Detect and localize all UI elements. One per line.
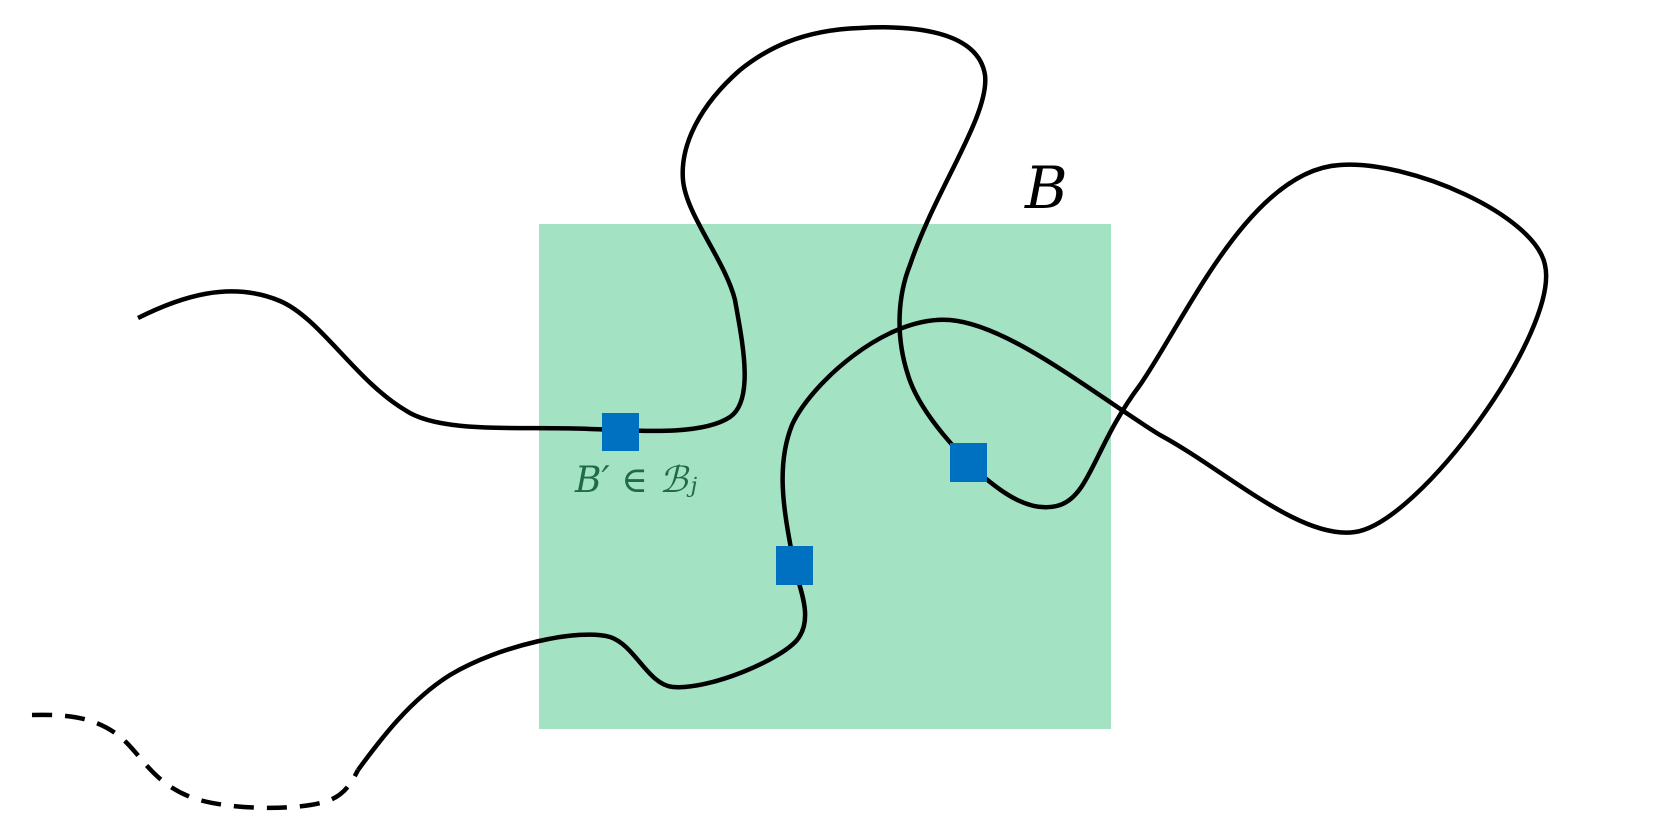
box-B-label: B [1024,154,1068,222]
subbox-marker-left [602,413,639,451]
subbox-label: B′ ∈ ℬⱼ [574,460,697,501]
path-dashed-tail [31,712,361,811]
box-B-region [539,224,1111,729]
subbox-marker-bottom [776,546,813,585]
subbox-marker-right [950,443,987,482]
